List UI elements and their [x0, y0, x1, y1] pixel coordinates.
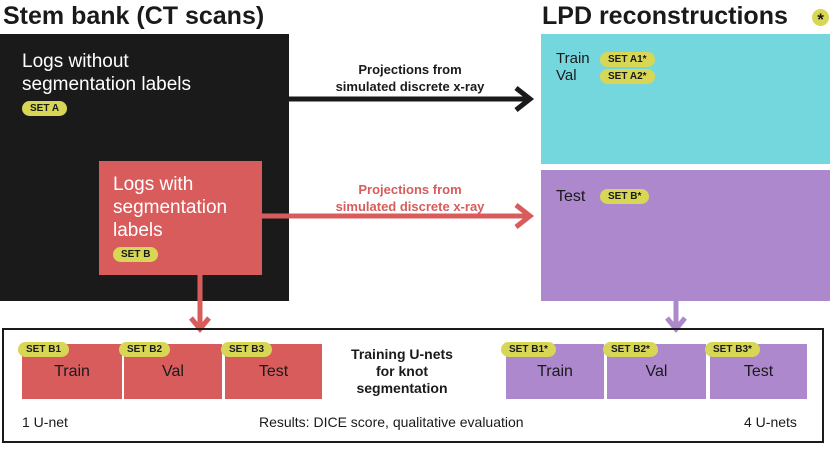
set-b-star-badge: SET B* [600, 189, 650, 204]
set-b3-badge: SET B3 [221, 342, 273, 357]
logs-with-labels-text: Logs with segmentation labels [113, 174, 228, 241]
set-b2-badge: SET B2 [119, 342, 171, 357]
set-b3-star-badge: SET B3* [705, 342, 760, 357]
top-arrow-label: Projections from simulated discrete x-ra… [335, 62, 485, 94]
set-b1-label: Train [54, 363, 90, 380]
set-b2-label: Val [162, 363, 184, 380]
bottom-arrow [262, 203, 535, 229]
footer-one-unet: 1 U-net [22, 414, 68, 430]
test-label: Test [556, 188, 586, 205]
lpd-test-box [541, 170, 830, 301]
lpd-reconstructions-heading: LPD reconstructions [542, 2, 788, 30]
set-b-badge: SET B [113, 247, 159, 262]
down-arrow-right [665, 301, 687, 333]
set-b3-box: Test [225, 344, 322, 399]
set-a-badge: SET A [22, 101, 68, 116]
down-arrow-left [189, 275, 211, 333]
set-b1-badge: SET B1 [18, 342, 70, 357]
stem-bank-heading: Stem bank (CT scans) [3, 2, 265, 30]
set-b3-star-label: Test [743, 363, 774, 380]
set-b2-star-label: Val [645, 363, 668, 380]
set-a1-badge: SET A1* [600, 52, 655, 67]
set-a2-badge: SET A2* [600, 69, 655, 84]
top-arrow [289, 86, 535, 112]
set-b1-star-badge: SET B1* [501, 342, 556, 357]
footer-results: Results: DICE score, qualitative evaluat… [259, 414, 524, 430]
lpd-train-val-box [541, 34, 830, 164]
footer-four-unets: 4 U-nets [744, 414, 797, 430]
logs-without-labels-text: Logs without segmentation labels [22, 51, 191, 95]
set-b1-star-label: Train [537, 363, 573, 380]
train-label: Train [556, 50, 590, 67]
bottom-arrow-label: Projections from simulated discrete x-ra… [335, 182, 485, 214]
set-b3-label: Test [258, 363, 289, 380]
asterisk-icon: * [812, 9, 829, 29]
training-unets-text: Training U-nets for knot segmentation [351, 346, 453, 396]
training-panel [2, 328, 824, 443]
val-label: Val [556, 67, 577, 84]
set-b2-star-badge: SET B2* [603, 342, 658, 357]
